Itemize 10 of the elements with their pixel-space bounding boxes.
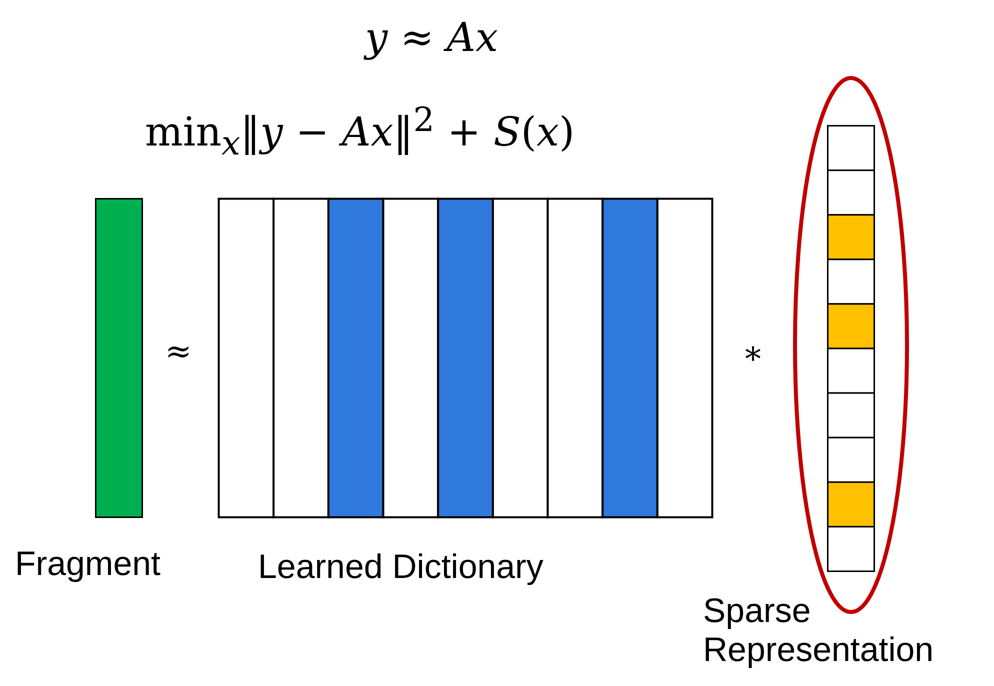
sparse-vector [827, 125, 875, 572]
data-vector [95, 198, 143, 518]
node-label: Fragment [15, 545, 162, 584]
node-label: Learned Dictionary [258, 548, 544, 587]
approx-sign: ≈ [165, 332, 192, 370]
multiply-sign: * [745, 340, 761, 378]
equation: min$_{x}$‖y − Ax‖$^{2}$ + S(x) [145, 100, 575, 162]
dictionary-matrix [218, 198, 713, 518]
node-label: Sparse Representation [703, 592, 935, 670]
equation: y ≈ Ax [365, 15, 498, 61]
